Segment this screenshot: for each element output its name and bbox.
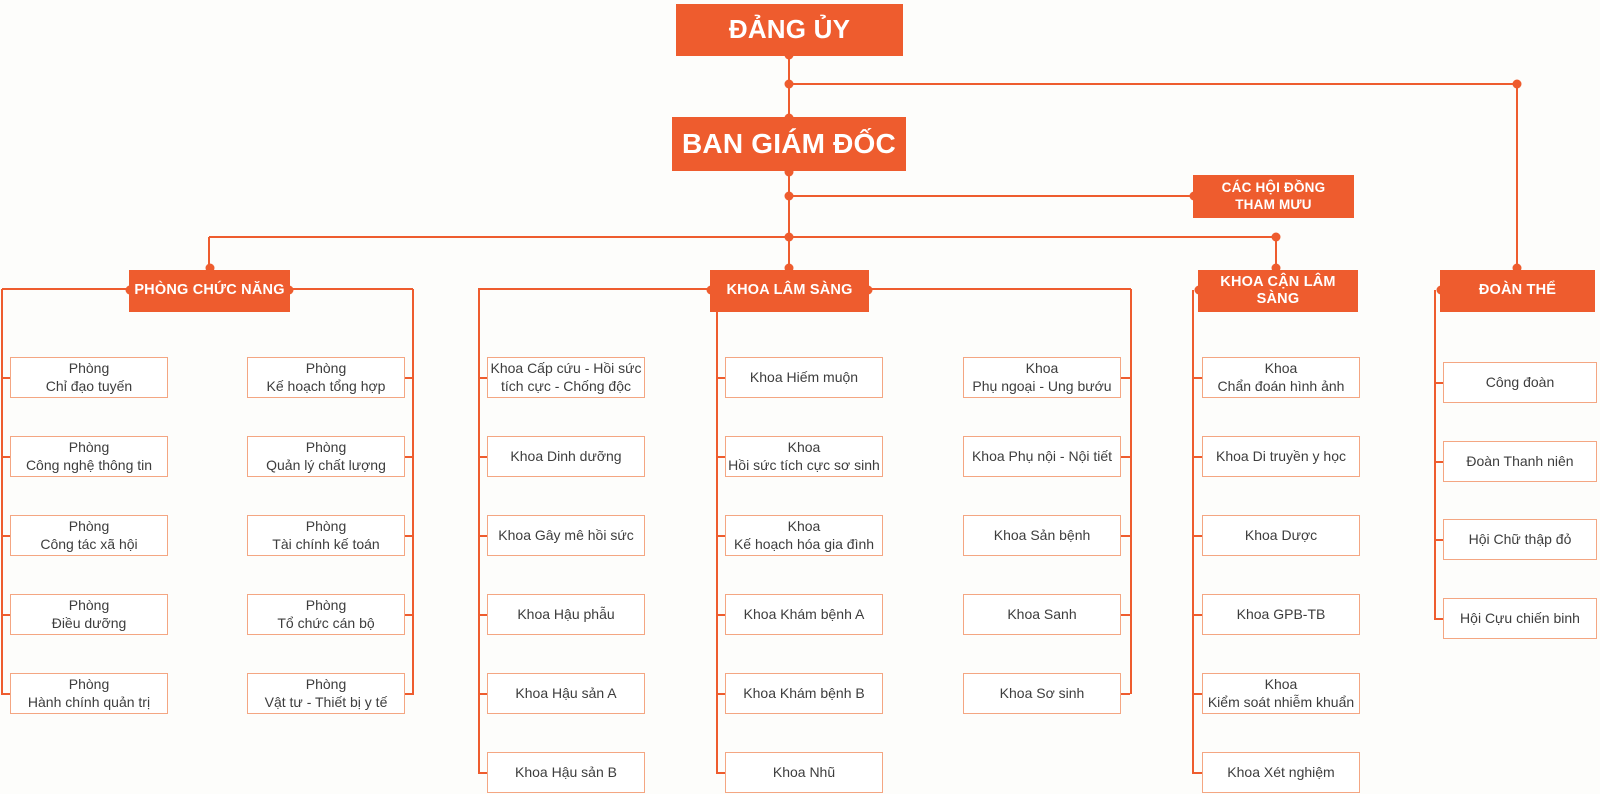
junction-dot (784, 263, 794, 273)
org-node: Khoa Khám bệnh B (716, 673, 883, 714)
org-node: Phòng Chỉ đạo tuyến (1, 357, 168, 398)
org-node: Khoa Dược (1193, 515, 1360, 556)
connector-line (1516, 84, 1518, 270)
connector-line (209, 236, 1277, 238)
junction-dot (1271, 263, 1281, 273)
junction-dot (205, 263, 215, 273)
org-node: Khoa Dinh dưỡng (478, 436, 645, 477)
junction-dot (784, 167, 794, 177)
connector-line (868, 288, 1131, 290)
org-node: Khoa Kế hoạch hóa gia đình (716, 515, 883, 556)
connector-line (478, 288, 710, 290)
org-node: Khoa Phụ ngoại - Ung bướu (963, 357, 1130, 398)
org-node: Khoa Hậu sản B (478, 752, 645, 793)
connector-line (2, 288, 129, 290)
org-node: Hội Chữ thập đỏ (1434, 519, 1597, 560)
node-dang-uy: ĐẢNG ỦY (676, 4, 903, 56)
org-node: Khoa Kiểm soát nhiễm khuẩn (1193, 673, 1360, 714)
org-node: Khoa Di truyền y học (1193, 436, 1360, 477)
org-node: Khoa Hồi sức tích cực sơ sinh (716, 436, 883, 477)
connector-line (1, 289, 3, 694)
org-node: Khoa Nhũ (716, 752, 883, 793)
org-node: Khoa Hậu phẫu (478, 594, 645, 635)
connector-line (289, 288, 413, 290)
org-node: Khoa Sản bệnh (963, 515, 1130, 556)
connector-line (1275, 237, 1277, 271)
connector-line (1130, 289, 1132, 694)
branch-header-khoa-lam-sang: KHOA LÂM SÀNG (710, 270, 869, 312)
node-ban-giam-doc: BAN GIÁM ĐỐC (672, 117, 906, 171)
junction-dot (784, 232, 794, 242)
org-node: Phòng Điều dưỡng (1, 594, 168, 635)
org-node: Khoa Sanh (963, 594, 1130, 635)
org-node: Phòng Tổ chức cán bộ (247, 594, 414, 635)
org-node: Khoa Phụ nội - Nội tiết (963, 436, 1130, 477)
junction-dot (784, 79, 794, 89)
org-node: Hội Cựu chiến binh (1434, 598, 1597, 639)
org-node: Phòng Hành chính quản trị (1, 673, 168, 714)
connector-line (412, 289, 414, 694)
org-node: Khoa Sơ sinh (963, 673, 1130, 714)
org-node: Phòng Tài chính kế toán (247, 515, 414, 556)
org-node: Khoa Chẩn đoán hình ảnh (1193, 357, 1360, 398)
org-node: Khoa Cấp cứu - Hồi sức tích cực - Chống … (478, 357, 645, 398)
org-node: Khoa Gây mê hồi sức (478, 515, 645, 556)
connector-line (208, 237, 210, 271)
org-node: Công đoàn (1434, 362, 1597, 403)
connector-line (478, 289, 480, 774)
junction-dot (1512, 79, 1522, 89)
connector-line (1434, 290, 1436, 619)
connector-line (788, 171, 790, 271)
org-node: Phòng Công tác xã hội (1, 515, 168, 556)
node-cac-hoi-dong-tham-muu: CÁC HỘI ĐỒNG THAM MƯU (1193, 175, 1354, 218)
org-node: Khoa GPB-TB (1193, 594, 1360, 635)
junction-dot (784, 191, 794, 201)
connector-line (789, 83, 1518, 85)
org-node: Phòng Quản lý chất lượng (247, 436, 414, 477)
org-node: Khoa Hậu sản A (478, 673, 645, 714)
connector-line (1192, 290, 1194, 774)
org-node: Phòng Kế hoạch tổng hợp (247, 357, 414, 398)
connector-line (789, 195, 1194, 197)
branch-header-phong-chuc-nang: PHÒNG CHỨC NĂNG (129, 270, 290, 312)
junction-dot (1271, 232, 1281, 242)
org-node: Phòng Công nghệ thông tin (1, 436, 168, 477)
junction-dot (1512, 263, 1522, 273)
org-node: Khoa Xét nghiệm (1193, 752, 1360, 793)
branch-header-khoa-can-lam-sang: KHOA CẬN LÂM SÀNG (1198, 270, 1358, 312)
connector-line (716, 311, 718, 774)
org-node: Khoa Hiếm muộn (716, 357, 883, 398)
org-node: Đoàn Thanh niên (1434, 441, 1597, 482)
branch-header-doan-the: ĐOÀN THỂ (1440, 270, 1595, 312)
org-node: Khoa Khám bệnh A (716, 594, 883, 635)
org-node: Phòng Vật tư - Thiết bị y tế (247, 673, 414, 714)
